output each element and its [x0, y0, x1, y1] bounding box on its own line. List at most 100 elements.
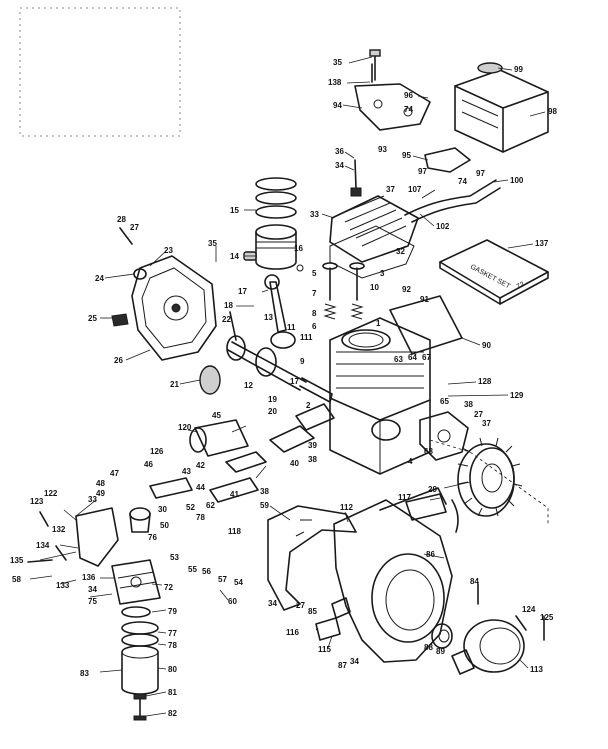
callout-44: 44	[196, 483, 205, 492]
callout-46: 46	[144, 460, 153, 469]
callout-81: 81	[168, 688, 177, 697]
callout-82: 82	[168, 709, 177, 718]
callout-27-c: 27	[296, 601, 305, 610]
callout-115: 115	[318, 645, 331, 654]
callout-90: 90	[482, 341, 491, 350]
cover-bolts	[119, 227, 237, 341]
callout-116: 116	[286, 628, 299, 637]
callout-38-c: 38	[260, 487, 269, 496]
callout-133: 133	[56, 581, 70, 590]
callout-97: 97	[418, 167, 427, 176]
callout-17-b: 17	[290, 377, 299, 386]
callout-10: 10	[370, 283, 379, 292]
callout-43: 43	[182, 467, 191, 476]
callout-126: 126	[150, 447, 164, 456]
governor-linkage	[149, 477, 259, 503]
callout-112: 112	[340, 503, 353, 512]
callout-122: 122	[44, 489, 58, 498]
callout-75: 75	[88, 597, 97, 606]
callout-15: 15	[230, 206, 239, 215]
callout-132: 132	[52, 525, 66, 534]
callout-5: 5	[312, 269, 317, 278]
callout-62: 62	[206, 501, 215, 510]
muffler-studs	[369, 49, 381, 83]
callout-52: 52	[186, 503, 195, 512]
callout-13: 13	[264, 313, 273, 322]
callout-54: 54	[234, 578, 243, 587]
breather-plate	[389, 295, 463, 355]
intake-tube	[189, 419, 249, 457]
piston-rings	[255, 177, 297, 219]
callout-9: 9	[300, 357, 305, 366]
callout-8: 8	[312, 309, 317, 318]
callout-23: 23	[164, 246, 173, 255]
callout-89: 89	[436, 647, 445, 656]
callout-123: 123	[30, 497, 44, 506]
callout-22: 22	[222, 315, 231, 324]
callout-56: 56	[202, 567, 211, 576]
callout-35: 35	[333, 58, 342, 67]
callout-88: 88	[424, 643, 433, 652]
callout-50: 50	[160, 521, 169, 530]
callout-113: 113	[530, 665, 543, 674]
callout-85: 85	[308, 607, 317, 616]
callout-48: 48	[96, 479, 105, 488]
callout-21: 21	[170, 380, 179, 389]
cylinder-baffle	[267, 505, 357, 611]
muffler	[454, 62, 549, 153]
callout-19: 19	[268, 395, 277, 404]
callout-45: 45	[212, 411, 221, 420]
head-gasket	[329, 225, 415, 279]
choke-screws	[27, 511, 67, 563]
magneto-assembly	[419, 411, 469, 461]
callout-34-d: 34	[350, 657, 359, 666]
callout-95: 95	[402, 151, 411, 160]
callout-38: 38	[464, 400, 473, 409]
callout-39: 39	[308, 441, 317, 450]
callout-36: 36	[335, 147, 344, 156]
callout-55: 55	[188, 565, 197, 574]
callout-100: 100	[510, 176, 524, 185]
callout-65: 65	[440, 397, 449, 406]
callout-92: 92	[402, 285, 411, 294]
callout-136: 136	[82, 573, 96, 582]
callout-83: 83	[80, 669, 89, 678]
callout-84: 84	[470, 577, 479, 586]
callout-80: 80	[168, 665, 177, 674]
callout-1: 1	[376, 319, 381, 328]
callout-6: 6	[312, 322, 317, 331]
callout-30: 30	[158, 505, 167, 514]
callout-2: 2	[306, 401, 311, 410]
callout-77: 77	[168, 629, 177, 638]
callout-33-b: 33	[88, 495, 97, 504]
callout-93: 93	[378, 145, 387, 154]
package-number: 72	[516, 281, 526, 291]
callout-96: 96	[404, 91, 413, 100]
callout-58: 58	[12, 575, 21, 584]
cylinder-head	[329, 195, 419, 263]
callout-120: 120	[178, 423, 192, 432]
rewind-starter	[451, 619, 525, 675]
callout-74-b: 74	[458, 177, 467, 186]
callout-16: 16	[294, 244, 303, 253]
callout-79: 79	[168, 607, 177, 616]
callout-11: 11	[287, 323, 296, 332]
air-cleaner-bracket	[75, 507, 119, 567]
callout-33: 33	[310, 210, 319, 219]
callout-34-c: 34	[268, 599, 277, 608]
callout-34-b: 34	[88, 585, 97, 594]
package-label: GASKET SET	[469, 264, 512, 291]
cylinder-block	[329, 317, 431, 475]
callout-labels: 35 138 99 96 74 94 98 36 34 93 95 97 74 …	[10, 58, 557, 718]
callout-67: 67	[422, 353, 431, 362]
callout-98: 98	[548, 107, 557, 116]
callout-17: 17	[238, 287, 247, 296]
callout-63: 63	[394, 355, 403, 364]
callout-129: 129	[510, 391, 524, 400]
callout-91: 91	[420, 295, 429, 304]
callout-34: 34	[335, 161, 344, 170]
carburetor	[111, 559, 161, 605]
bowl-screw	[133, 693, 147, 721]
float-bowl	[121, 621, 159, 695]
callout-125: 125	[540, 613, 554, 622]
